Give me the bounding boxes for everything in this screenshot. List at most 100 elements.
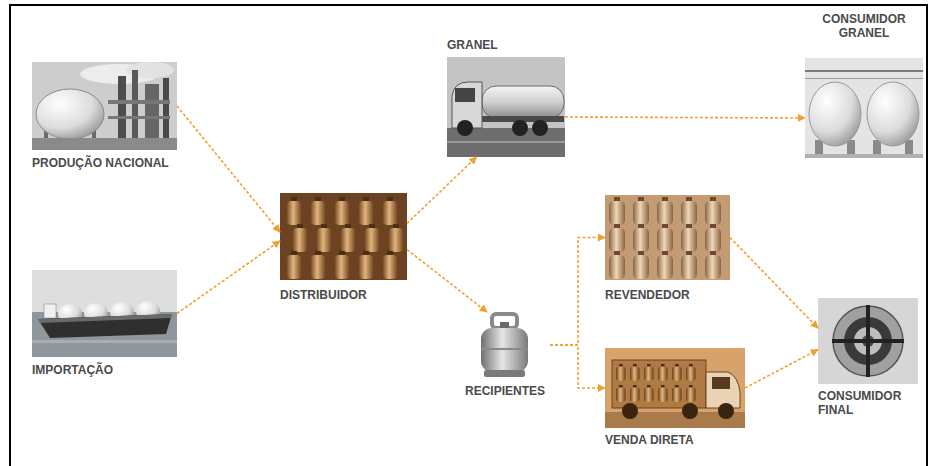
- tanker-truck-picture: [532, 120, 548, 136]
- delivery-truck-picture: [706, 372, 740, 408]
- gas-cylinder-icon: [481, 314, 528, 377]
- delivery-truck-picture: [644, 364, 654, 381]
- cylinder-rows-picture: [280, 193, 407, 280]
- delivery-truck-picture: [682, 403, 698, 419]
- picture-area: [460, 312, 550, 378]
- gas-cylinder-icon: [481, 328, 528, 372]
- flow-arrow: [745, 350, 818, 388]
- stacked-cylinders-picture: [705, 224, 721, 252]
- picture-area: [805, 58, 923, 158]
- stacked-cylinders-picture: [609, 251, 625, 279]
- tanker-truck-picture: [457, 120, 473, 136]
- cylinder-rows-picture: [340, 224, 356, 252]
- refinery-picture: [163, 78, 169, 140]
- cylinder-rows-picture: [292, 224, 308, 252]
- cylinder-rows-picture: [316, 224, 332, 252]
- refinery-picture: [32, 62, 177, 150]
- cylinder-rows-picture: [310, 251, 326, 279]
- picture-area: [818, 298, 918, 384]
- stacked-cylinders-picture: [605, 195, 730, 280]
- stacked-cylinders-picture: [633, 197, 649, 225]
- delivery-truck-picture: [605, 348, 745, 428]
- gas-cylinder-icon: [481, 348, 528, 350]
- storage-tanks-picture: [867, 82, 919, 146]
- refinery-picture: [145, 84, 159, 140]
- picture-area: [605, 348, 745, 428]
- delivery-truck-picture: [616, 385, 626, 402]
- refinery-picture: [132, 70, 138, 140]
- refinery-picture: [108, 100, 170, 104]
- storage-tanks-picture: [805, 78, 923, 79]
- stacked-cylinders-picture: [605, 195, 730, 280]
- cylinder-rows-picture: [382, 197, 398, 225]
- stacked-cylinders-picture: [681, 251, 697, 279]
- node-label: RECIPIENTES: [460, 384, 550, 398]
- cylinder-rows-picture: [382, 251, 398, 279]
- cylinder-rows-picture: [388, 224, 404, 252]
- stacked-cylinders-picture: [705, 251, 721, 279]
- stacked-cylinders-picture: [633, 251, 649, 279]
- flow-arrow: [550, 238, 605, 346]
- picture-node: PRODUÇÃO NACIONAL: [32, 62, 177, 170]
- node-label: VENDA DIRETA: [605, 433, 745, 447]
- delivery-truck-picture: [658, 364, 668, 381]
- flow-arrow: [730, 238, 818, 329]
- delivery-truck-picture: [616, 364, 626, 381]
- stacked-cylinders-picture: [609, 197, 625, 225]
- storage-tanks-picture: [805, 154, 923, 158]
- storage-tanks-picture: [805, 70, 923, 72]
- picture-area: [280, 193, 407, 280]
- picture-area: [447, 57, 565, 157]
- flow-arrow: [177, 106, 280, 232]
- node-label: REVENDEDOR: [605, 288, 730, 302]
- ship-picture: [44, 304, 56, 318]
- cylinder-rows-picture: [286, 197, 302, 225]
- delivery-truck-picture: [612, 360, 706, 408]
- cylinder-rows-picture: [334, 251, 350, 279]
- picture-area: [32, 270, 177, 357]
- ship-picture: [32, 270, 177, 357]
- delivery-truck-picture: [672, 364, 682, 381]
- picture-node: VENDA DIRETA: [605, 348, 745, 447]
- node-label: IMPORTAÇÃO: [32, 363, 177, 377]
- gas-cylinder-icon: [484, 370, 525, 377]
- storage-tanks-picture: [809, 82, 861, 146]
- cylinder-rows-picture: [358, 197, 374, 225]
- flow-arrow: [407, 157, 477, 223]
- stacked-cylinders-picture: [705, 197, 721, 225]
- ship-picture: [32, 340, 177, 343]
- cylinder-rows-picture: [286, 251, 302, 279]
- ship-picture: [38, 314, 172, 338]
- picture-area: [605, 195, 730, 280]
- stacked-cylinders-picture: [657, 251, 673, 279]
- tanker-truck-picture: [482, 86, 564, 118]
- picture-node: GRANEL: [447, 38, 565, 157]
- cylinder-rows-picture: [310, 197, 326, 225]
- delivery-truck-picture: [622, 403, 638, 419]
- ship-picture: [32, 312, 177, 357]
- storage-tanks-picture: [847, 140, 855, 156]
- cylinder-rows-picture: [280, 193, 407, 280]
- picture-node: REVENDEDOR: [605, 195, 730, 302]
- delivery-truck-picture: [630, 385, 640, 402]
- stove-burner-picture: [818, 298, 918, 384]
- flow-arrow: [550, 345, 605, 388]
- flow-arrow: [565, 117, 805, 118]
- stove-burner-picture: [833, 306, 903, 376]
- picture-node: DISTRIBUIDOR: [280, 193, 407, 302]
- refinery-picture: [32, 62, 177, 150]
- delivery-truck-picture: [605, 348, 745, 428]
- tanker-truck-picture: [447, 57, 565, 157]
- node-label: PRODUÇÃO NACIONAL: [32, 156, 177, 170]
- node-label: CONSUMIDOR FINAL: [818, 389, 918, 417]
- stacked-cylinders-picture: [657, 197, 673, 225]
- delivery-truck-picture: [644, 385, 654, 402]
- cylinder-rows-picture: [358, 251, 374, 279]
- delivery-truck-picture: [630, 364, 640, 381]
- tanker-truck-picture: [447, 57, 565, 157]
- delivery-truck-picture: [658, 385, 668, 402]
- picture-node: IMPORTAÇÃO: [32, 270, 177, 377]
- refinery-picture: [32, 138, 177, 150]
- storage-tanks-picture: [815, 140, 823, 156]
